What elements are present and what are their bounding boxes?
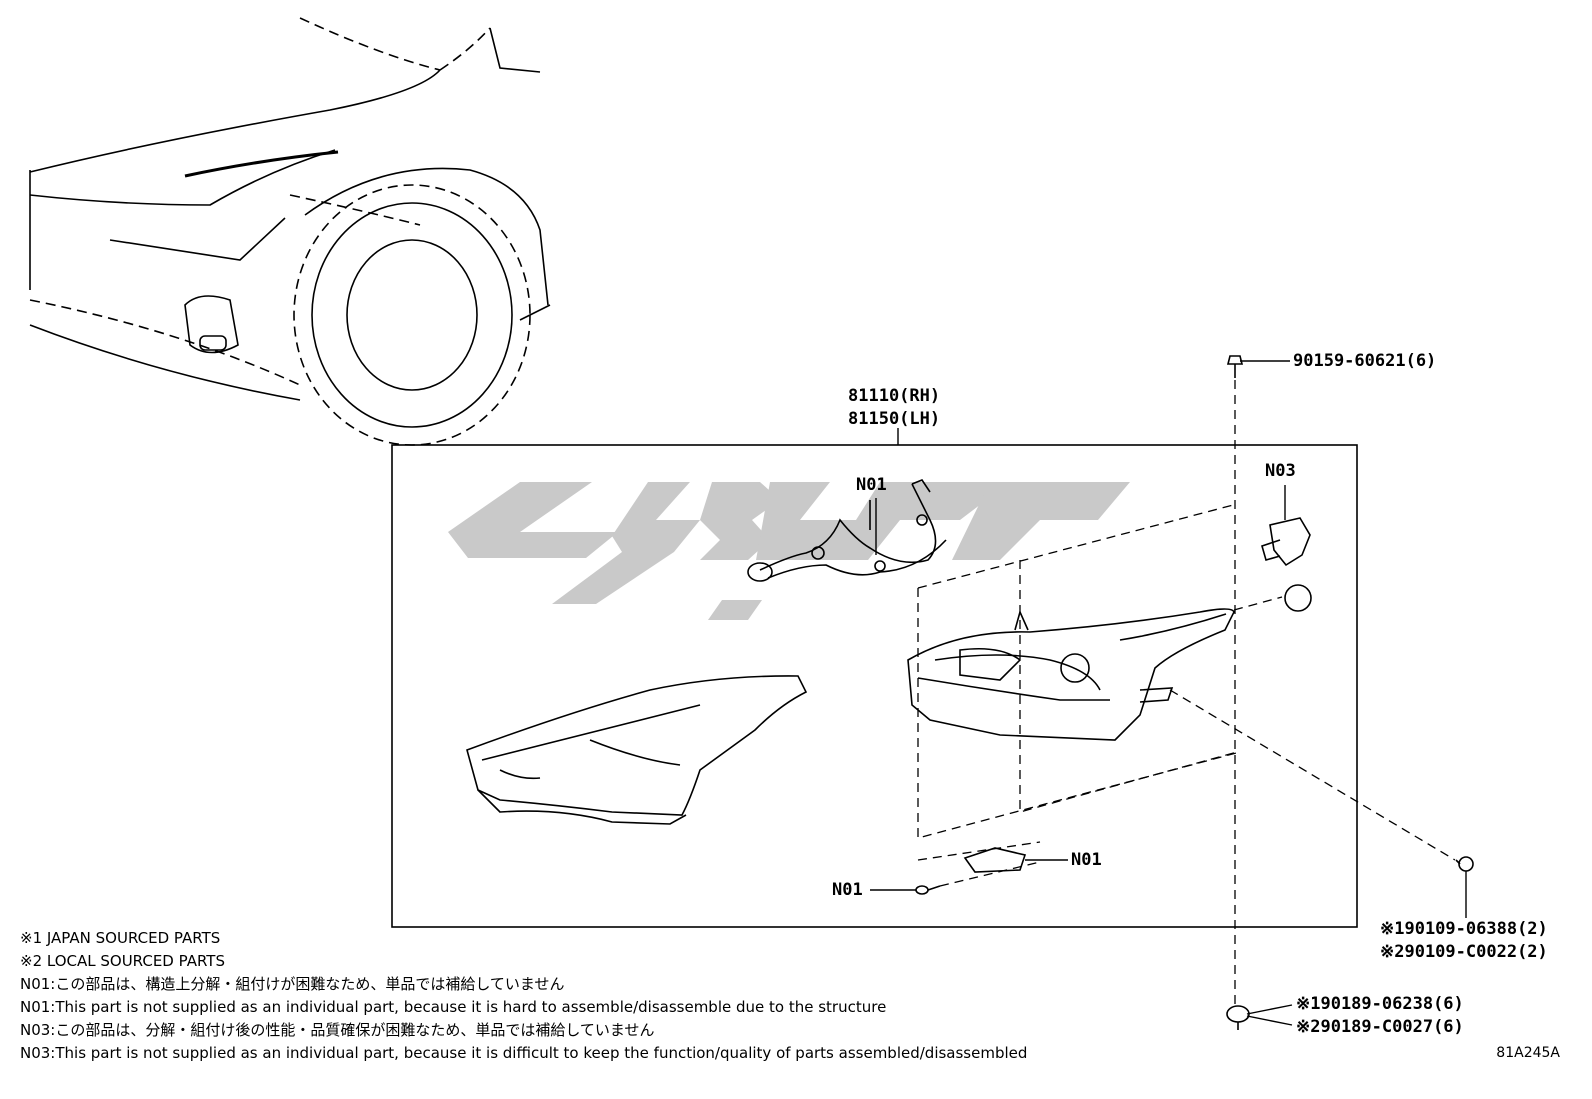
- assembly-frame: [391, 444, 1358, 928]
- assembly-part-number-rh: 81110(RH): [848, 386, 941, 406]
- bolt-right-icon: [1455, 856, 1474, 872]
- part-number-bolt-right-2: ※290109-C0022(2): [1380, 942, 1548, 962]
- part-number-bolt-right-1: ※190109-06388(2): [1380, 919, 1548, 939]
- part-number-clip-2: ※290189-C0027(6): [1296, 1017, 1464, 1037]
- bulb-socket: [1284, 584, 1312, 612]
- part-number-clip-1: ※190189-06238(6): [1296, 994, 1464, 1014]
- n03-socket: [1261, 517, 1311, 567]
- wire-harness-n01: [747, 479, 947, 582]
- callout-n01-wire: N01: [856, 475, 887, 495]
- note-n01-jp: N01:この部品は、構造上分解・組付けが困難なため、単品では補給していません: [20, 975, 565, 993]
- headlamp-housing: [907, 608, 1235, 741]
- screw-n01-icon: [915, 885, 941, 895]
- note-n01-en: N01:This part is not supplied as an indi…: [20, 998, 887, 1016]
- headlamp-lens-cover: [466, 675, 808, 825]
- callout-n01-bracket: N01: [1071, 850, 1102, 870]
- note-local-sourced: ※2 LOCAL SOURCED PARTS: [20, 952, 225, 970]
- callout-n03: N03: [1265, 461, 1296, 481]
- note-japan-sourced: ※1 JAPAN SOURCED PARTS: [20, 929, 221, 947]
- bolt-top-icon: [1226, 355, 1244, 378]
- diagram-reference-code: 81A245A: [1496, 1045, 1560, 1061]
- note-n03-jp: N03:この部品は、分解・組付け後の性能・品質確保が困難なため、単品では補給して…: [20, 1021, 655, 1039]
- assembly-part-number-lh: 81150(LH): [848, 409, 941, 429]
- part-number-bolt-top: 90159-60621(6): [1293, 351, 1437, 371]
- note-n03-en: N03:This part is not supplied as an indi…: [20, 1044, 1028, 1062]
- clip-bottom-icon: [1226, 1005, 1250, 1030]
- watermark-logo: [448, 482, 1130, 620]
- car-front-illustration: [29, 17, 551, 446]
- assembly-guides: [917, 380, 1456, 1005]
- leader-lines: [870, 360, 1467, 1026]
- bracket-n01: [963, 847, 1027, 873]
- callout-n01-screw: N01: [832, 880, 863, 900]
